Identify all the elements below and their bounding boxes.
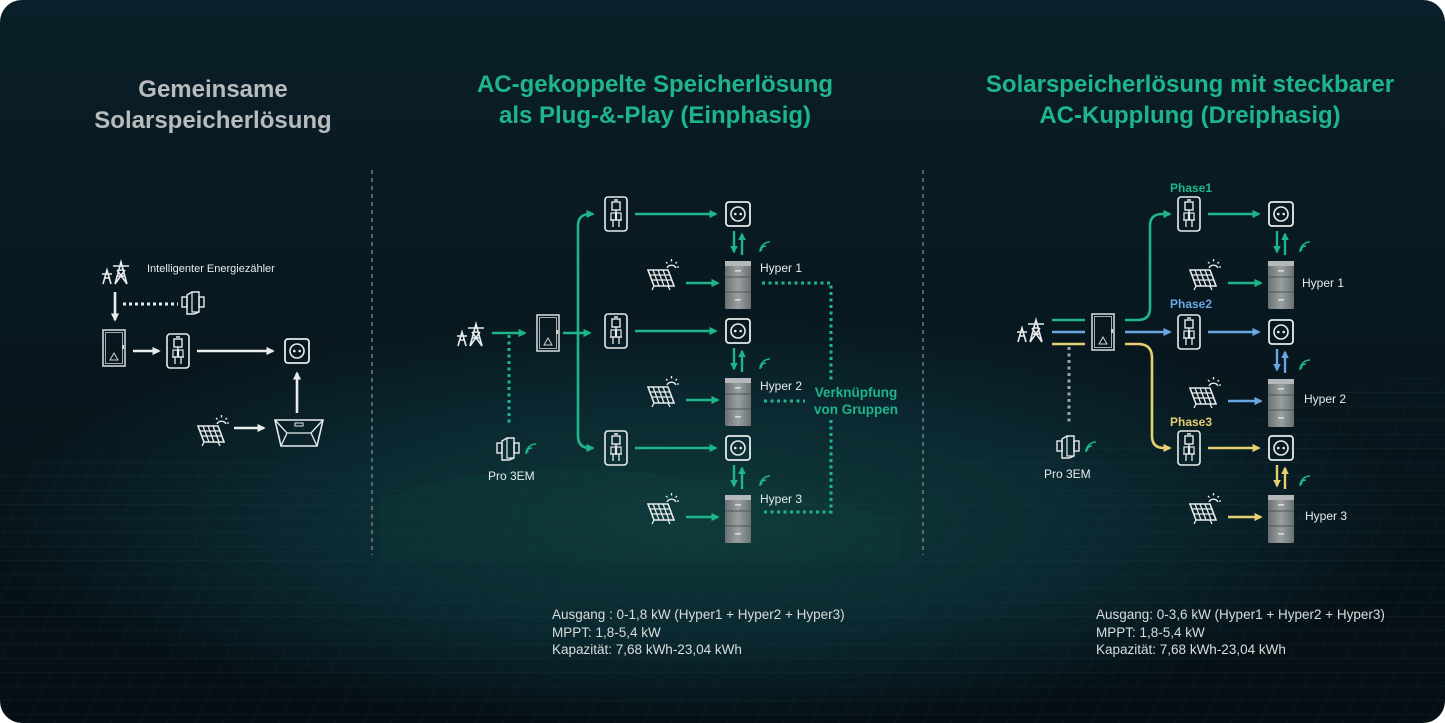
phase-2-label: Phase2	[1170, 297, 1213, 311]
hyper-2-label: Hyper 2	[1304, 392, 1347, 406]
power-socket-icon	[1268, 319, 1294, 345]
wireless-signal-icon	[525, 443, 537, 455]
smart-meter-label: Intelligenter Energiezähler	[147, 263, 275, 275]
battery-stack-icon	[1267, 378, 1295, 428]
group-link-top	[762, 281, 833, 381]
circuit-breaker-icon	[1177, 196, 1201, 232]
terrain-mesh	[0, 377, 1445, 723]
section-2-diagram	[456, 196, 833, 544]
spec-capacity: Kapazität: 7,68 kWh-23,04 kWh	[1096, 642, 1286, 657]
three-phase-row-2	[1177, 314, 1311, 428]
title-line-1: Solarspeicherlösung mit steckbarer	[985, 71, 1395, 98]
section-2-title: AC-gekoppelte Speicherlösung als Plug-&-…	[430, 69, 880, 131]
section-1-title: Gemeinsame Solarspeicherlösung	[58, 74, 368, 136]
phase-1-label: Phase1	[1170, 181, 1213, 195]
plug-play-row-1	[604, 196, 771, 310]
circuit-breaker-icon	[604, 313, 628, 349]
title-line-2: als Plug-&-Play (Einphasig)	[498, 102, 812, 129]
phase1-branch	[1125, 209, 1172, 322]
plug-play-row-3	[604, 430, 771, 544]
title-line-1: AC-gekoppelte Speicherlösung	[476, 71, 834, 98]
energy-meter-icon	[181, 291, 205, 315]
battery-stack-icon	[1267, 260, 1295, 310]
solar-panel-icon	[647, 258, 680, 291]
battery-stack-icon	[724, 377, 752, 427]
distribution-cabinet-icon	[536, 314, 560, 352]
circuit-breaker-icon	[604, 430, 628, 466]
circuit-breaker-icon	[166, 333, 190, 369]
solar-panel-icon	[1189, 376, 1222, 409]
branch-top	[576, 209, 595, 333]
title-line-2: AC-Kupplung (Dreiphasig)	[1039, 102, 1341, 129]
distribution-cabinet-icon	[1091, 313, 1115, 351]
pro3em-label: Pro 3EM	[1044, 467, 1091, 481]
plug-play-row-2	[604, 313, 771, 427]
group-link-line-1: Verknüpfung	[814, 385, 898, 400]
energy-meter-icon	[496, 437, 520, 461]
power-socket-icon	[725, 201, 751, 227]
wireless-signal-icon	[1299, 359, 1311, 371]
solar-panel-icon	[197, 414, 230, 447]
spec-output: Ausgang : 0-1,8 kW (Hyper1 + Hyper2 + Hy…	[552, 607, 845, 622]
power-socket-icon	[725, 318, 751, 344]
power-tower-icon	[1016, 319, 1045, 343]
phase3-branch	[1125, 342, 1172, 453]
battery-stack-icon	[724, 260, 752, 310]
wireless-signal-icon	[759, 241, 771, 253]
power-socket-icon	[725, 435, 751, 461]
three-phase-row-1	[1177, 196, 1311, 310]
hyper-3-label: Hyper 3	[760, 492, 803, 506]
wireless-signal-icon	[759, 475, 771, 487]
group-link-line-2: von Gruppen	[814, 402, 898, 417]
power-socket-icon	[1268, 201, 1294, 227]
group-link-bottom	[762, 420, 833, 514]
hyper-3-label: Hyper 3	[1305, 509, 1348, 523]
hyper-1-label: Hyper 1	[1302, 276, 1345, 290]
pro3em-label: Pro 3EM	[488, 469, 535, 483]
branch-bottom	[576, 333, 595, 453]
group-link-label: Verknüpfung von Gruppen	[806, 384, 906, 418]
spec-mppt: MPPT: 1,8-5,4 kW	[1096, 624, 1205, 640]
circuit-breaker-icon	[604, 196, 628, 232]
solar-panel-icon	[647, 375, 680, 408]
power-socket-icon	[284, 338, 310, 364]
hyper-2-label: Hyper 2	[760, 379, 803, 393]
section-3-specs: Ausgang: 0-3,6 kW (Hyper1 + Hyper2 + Hyp…	[1096, 606, 1385, 659]
spec-mppt: MPPT: 1,8-5,4 kW	[552, 624, 661, 640]
power-tower-icon	[456, 323, 485, 347]
title-line-2: Solarspeicherlösung	[94, 107, 332, 134]
battery-stack-icon	[1267, 494, 1295, 544]
three-phase-row-3	[1177, 430, 1311, 544]
micro-inverter-icon	[274, 419, 324, 447]
circuit-breaker-icon	[1177, 314, 1201, 350]
spec-capacity: Kapazität: 7,68 kWh-23,04 kWh	[552, 642, 742, 657]
terrain-glow	[380, 469, 900, 560]
distribution-cabinet-icon	[102, 329, 126, 367]
hyper-1-label: Hyper 1	[760, 261, 803, 275]
phase-3-label: Phase3	[1170, 415, 1213, 429]
power-tower-icon	[101, 261, 130, 285]
section-3-title: Solarspeicherlösung mit steckbarer AC-Ku…	[960, 69, 1420, 131]
spec-output: Ausgang: 0-3,6 kW (Hyper1 + Hyper2 + Hyp…	[1096, 607, 1385, 622]
section-2-specs: Ausgang : 0-1,8 kW (Hyper1 + Hyper2 + Hy…	[552, 606, 845, 659]
solar-panel-icon	[1189, 258, 1222, 291]
wireless-signal-icon	[1299, 241, 1311, 253]
battery-stack-icon	[724, 494, 752, 544]
section-1-diagram	[101, 261, 324, 447]
section-3-diagram	[1016, 196, 1311, 544]
wireless-signal-icon	[759, 358, 771, 370]
title-line-1: Gemeinsame	[138, 76, 288, 103]
